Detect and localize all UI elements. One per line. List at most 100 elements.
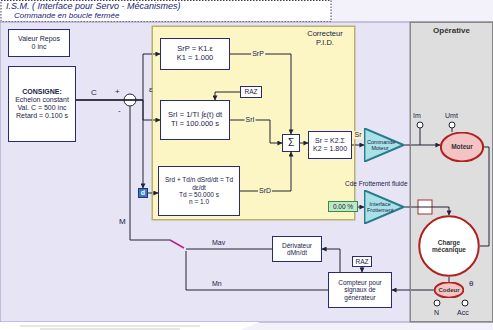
motor-circle: Moteur: [440, 132, 484, 162]
im-wire: [420, 128, 421, 145]
process-box: SrP = K1.εK1 = 1.000: [160, 38, 230, 70]
connector: [392, 290, 434, 291]
encoder-circle: Codeur: [434, 282, 464, 298]
edge-label: SrP: [251, 50, 265, 58]
load-dial: Charge mécanique: [418, 215, 480, 277]
edge-label: SrI: [245, 116, 256, 124]
node-text: SrP = K1.ε: [177, 45, 213, 54]
signal-label: Umt: [445, 112, 458, 120]
process-box: Srd + Td/n dSrd/dt = Td dε/dtTd = 50.000…: [158, 166, 240, 216]
node-text: Charge mécanique: [427, 239, 471, 254]
signal-label: θ: [469, 280, 473, 289]
node-text: CONSIGNE:: [22, 88, 62, 96]
edge-label: Sr: [354, 131, 363, 139]
pid-region-fill: [152, 26, 355, 220]
node-text: Opérative: [433, 26, 470, 35]
page-curl: [0, 322, 260, 330]
node-text: Commande Moteur: [367, 139, 393, 152]
process-box: Valeur Repos0 inc: [8, 29, 70, 57]
diagram-title: I.S.M. ( Interface pour Servo - Mécanism…: [6, 1, 181, 11]
node-text: Dérivateur: [282, 242, 312, 249]
codeur-shape: [435, 282, 464, 297]
signal-label: Commande en boucle fermée: [14, 12, 119, 21]
node-text: Srd + Td/n dSrd/dt = Td dε/dt: [161, 176, 237, 191]
signal-label: N: [434, 309, 439, 317]
node-subtext: n = 1.0: [189, 198, 209, 205]
amplifier-triangle: Interface Frottement: [364, 190, 404, 224]
node-text: Interface Frottement: [367, 201, 393, 214]
node-text: RAZ: [356, 258, 369, 265]
node-text: Compteur pour signaux de générateur: [331, 279, 389, 301]
connector: [480, 147, 489, 246]
process-box: SrI = 1/TI ∫ε(t) dtTI = 100.000 s: [160, 100, 230, 140]
process-box: RAZ: [352, 256, 372, 267]
tri-shape: [364, 190, 403, 223]
connector: [358, 207, 364, 208]
connector: [352, 145, 364, 146]
signal-label: C: [91, 89, 97, 98]
connector: [148, 193, 158, 194]
node-subtext: 0 inc: [32, 43, 47, 51]
signal-label: Im: [413, 112, 421, 120]
node-text: Sr = K2.Σ: [315, 137, 345, 145]
title-frame: [1, 1, 331, 22]
node-text: Codeur: [439, 287, 460, 294]
connector: [215, 92, 240, 100]
main-panel: [0, 22, 493, 322]
process-box: DérivateurdMn/dt: [272, 236, 322, 262]
connector: [230, 54, 291, 134]
signal-label: M: [119, 218, 126, 227]
connector: [76, 100, 160, 120]
circ-shape: [441, 133, 483, 162]
im-terminal: [417, 122, 423, 128]
node-text: Σ: [288, 137, 294, 149]
connector: [322, 249, 340, 272]
connector: [230, 120, 282, 143]
curl-lines: [20, 326, 200, 329]
tri-shape: [364, 128, 403, 161]
operative-fill: [410, 22, 493, 322]
node-subtext: Val. C = 500 inc: [17, 104, 66, 112]
derivative-tag: d: [138, 188, 148, 198]
node-text: SrI = 1/TI ∫ε(t) dt: [168, 111, 222, 120]
acc-terminal: [462, 300, 468, 306]
node-text: 0.00 %: [333, 203, 353, 210]
operative-panel: OpérativeMoteurCharge mécaniqueCodeur: [410, 22, 493, 322]
process-box: Σ: [282, 134, 300, 152]
node-subtext: Echelon constant: [15, 96, 69, 104]
node-text: Moteur: [451, 143, 473, 150]
edge-label: SrD: [258, 187, 272, 195]
node-text: d: [141, 189, 145, 197]
signal-label: Acc: [457, 309, 469, 317]
connector: [240, 152, 291, 191]
switch: [170, 240, 184, 248]
signal-label: +: [115, 88, 120, 97]
n-terminal: [434, 300, 440, 306]
dial-ticks: [419, 216, 479, 276]
signal-label: Mav: [212, 239, 225, 247]
process-box: Sr = K2.ΣK2 = 1.800: [308, 131, 352, 159]
connector: [300, 143, 308, 144]
signal-label: Mn: [212, 280, 222, 288]
node-subtext: Retard = 0.100 s: [16, 112, 68, 120]
umt-terminal: [449, 122, 455, 128]
node-subtext: K2 = 1.800: [313, 145, 347, 153]
node-text: RAZ: [245, 88, 258, 95]
process-box: CONSIGNE:Echelon constantVal. C = 500 in…: [8, 66, 76, 142]
node-subtext: Td = 50.000 s: [179, 191, 219, 198]
umt-wire: [452, 128, 453, 132]
mav-wire: [186, 249, 272, 250]
node-text: Correcteur P.I.D.: [300, 30, 350, 47]
value-box: 0.00 %: [328, 201, 358, 212]
amplifier-triangle: Commande Moteur: [364, 128, 404, 162]
dial-shape: [419, 216, 479, 276]
node-text: Valeur Repos: [18, 35, 60, 43]
node-subtext: K1 = 1.000: [177, 54, 214, 63]
signal-label: ε: [149, 86, 153, 95]
process-box: RAZ: [240, 86, 262, 98]
node-subtext: TI = 100.000 s: [171, 120, 219, 129]
